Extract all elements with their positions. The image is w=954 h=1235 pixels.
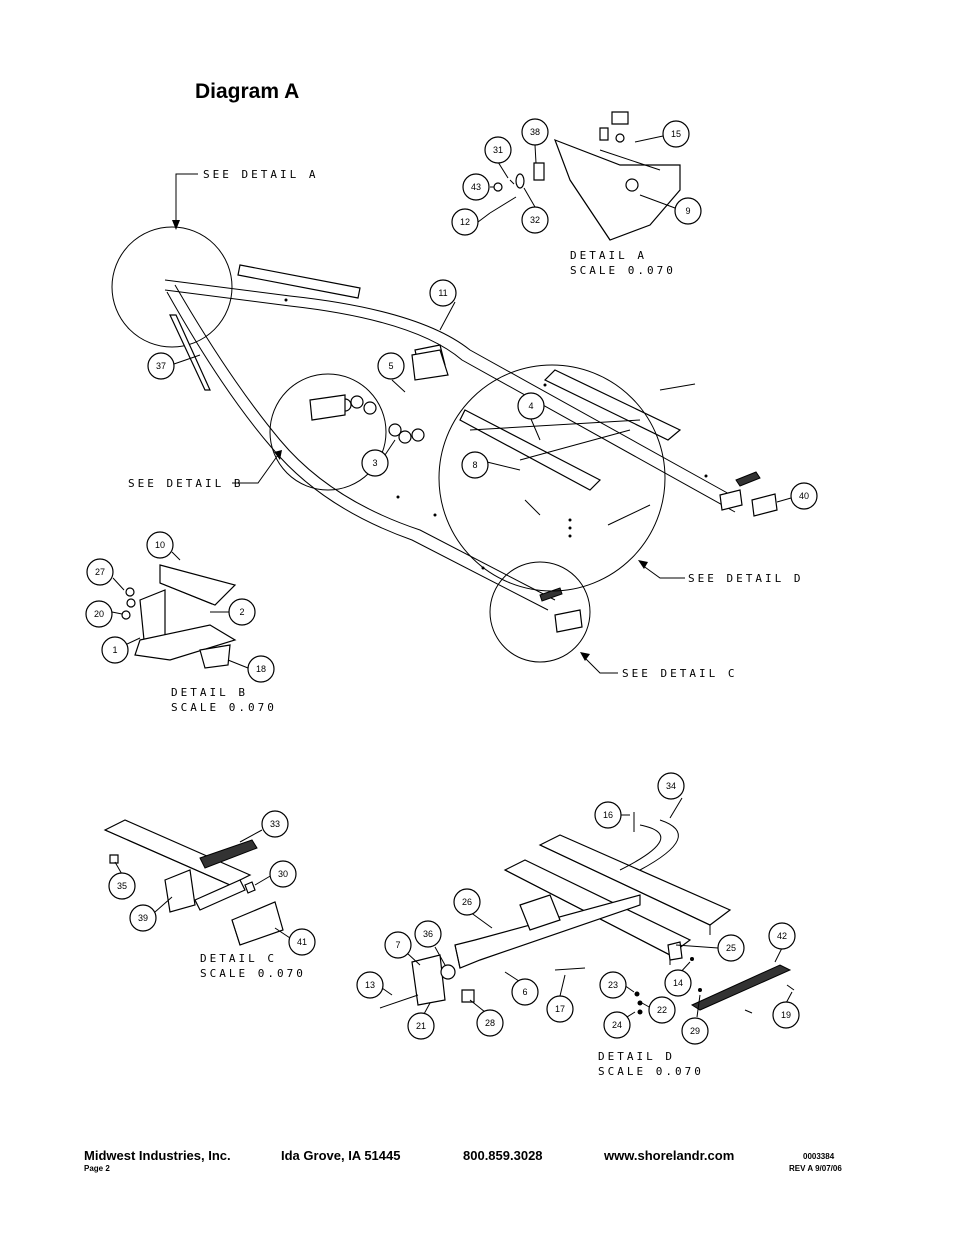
detail-c-zoom-circle: [489, 561, 591, 663]
part-balloon: 3: [372, 458, 377, 468]
part-balloon: 39: [138, 913, 148, 923]
see-detail-a-label: SEE DETAIL A: [203, 168, 318, 181]
see-detail-c-label: SEE DETAIL C: [622, 667, 737, 680]
footer-revision: REV A 9/07/06: [789, 1164, 842, 1173]
footer-company: Midwest Industries, Inc.: [84, 1148, 231, 1163]
see-detail-b-callout: SEE DETAIL B: [128, 450, 282, 490]
part-balloon: 11: [438, 288, 447, 298]
part-balloon: 31: [493, 145, 503, 155]
diagram-title: Diagram A: [195, 80, 300, 103]
detail-c-drawing: 33 35 39 30 41 DETAIL C SCALE 0.070: [103, 810, 316, 980]
part-balloon: 24: [612, 1020, 622, 1030]
detail-a-drawing: 38 31 43 12 32 15 9 DETAIL A SCALE 0.070: [451, 111, 702, 277]
part-balloon: 41: [297, 937, 307, 947]
part-balloon: 19: [781, 1010, 791, 1020]
part-balloon: 5: [388, 361, 393, 371]
part-balloon: 37: [156, 361, 166, 371]
part-balloon: 25: [726, 943, 736, 953]
part-balloon: 36: [423, 929, 433, 939]
part-balloon: 22: [657, 1005, 667, 1015]
part-balloon: 9: [685, 206, 690, 216]
part-balloon: 42: [777, 931, 787, 941]
part-balloon: 2: [239, 607, 244, 617]
part-balloon: 18: [256, 664, 266, 674]
detail-b-scale: SCALE 0.070: [171, 701, 277, 714]
see-detail-c-callout: SEE DETAIL C: [580, 652, 737, 680]
part-balloon: 4: [528, 401, 533, 411]
part-balloon: 27: [95, 567, 105, 577]
detail-c-name: DETAIL C: [200, 952, 277, 965]
see-detail-d-label: SEE DETAIL D: [688, 572, 803, 585]
part-balloon: 35: [117, 881, 127, 891]
footer-page: Page 2: [84, 1164, 110, 1173]
part-balloon: 1: [112, 645, 117, 655]
part-balloon: 10: [155, 540, 165, 550]
part-balloon: 6: [522, 987, 527, 997]
part-balloon: 8: [472, 460, 477, 470]
part-balloon: 23: [608, 980, 618, 990]
detail-d-zoom-circle: [438, 364, 666, 592]
footer-website: www.shorelandr.com: [604, 1148, 735, 1163]
see-detail-b-label: SEE DETAIL B: [128, 477, 243, 490]
part-balloon: 14: [673, 978, 683, 988]
see-detail-a-callout: SEE DETAIL A: [172, 168, 318, 230]
detail-d-drawing: 34 16 26 36 7 25 13 6 17 23 14 42 28 21 …: [356, 772, 800, 1078]
part-balloon: 38: [530, 127, 540, 137]
part-balloon: 40: [799, 491, 809, 501]
part-balloon: 32: [530, 215, 540, 225]
part-balloon: 12: [460, 217, 470, 227]
part-balloon: 15: [671, 129, 681, 139]
detail-a-zoom-circle: [111, 226, 233, 348]
part-balloon: 20: [94, 609, 104, 619]
part-balloon: 26: [462, 897, 472, 907]
footer-phone: 800.859.3028: [463, 1148, 543, 1163]
part-balloon: 30: [278, 869, 288, 879]
detail-d-scale: SCALE 0.070: [598, 1065, 704, 1078]
part-balloon: 17: [555, 1004, 565, 1014]
detail-b-drawing: 10 27 20 1 2 18 DETAIL B SCALE 0.070: [85, 531, 277, 714]
part-balloon: 29: [690, 1026, 700, 1036]
see-detail-d-callout: SEE DETAIL D: [638, 560, 803, 585]
part-balloon: 43: [471, 182, 481, 192]
detail-a-scale: SCALE 0.070: [570, 264, 676, 277]
footer-doc-number: 0003384: [803, 1152, 835, 1161]
detail-b-zoom-circle: [269, 373, 387, 491]
detail-b-name: DETAIL B: [171, 686, 248, 699]
main-part-balloons: 11 37 5 4 3 8 40: [147, 279, 818, 510]
detail-c-scale: SCALE 0.070: [200, 967, 306, 980]
part-balloon: 28: [485, 1018, 495, 1028]
part-balloon: 16: [603, 810, 613, 820]
footer-city: Ida Grove, IA 51445: [281, 1148, 401, 1163]
part-balloon: 34: [666, 781, 676, 791]
part-balloon: 7: [395, 940, 400, 950]
detail-a-name: DETAIL A: [570, 249, 647, 262]
detail-d-name: DETAIL D: [598, 1050, 675, 1063]
part-balloon: 21: [416, 1021, 426, 1031]
part-balloon: 33: [270, 819, 280, 829]
part-balloon: 13: [365, 980, 375, 990]
trailer-frame: [164, 264, 778, 633]
